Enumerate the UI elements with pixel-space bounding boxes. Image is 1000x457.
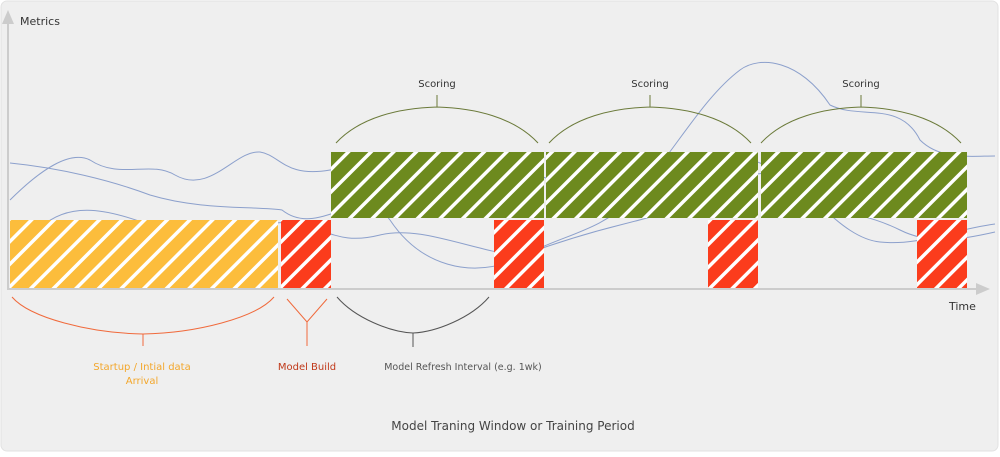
- scoring-brace-1: [335, 95, 539, 144]
- model-refresh-block-3-hatch: [917, 220, 967, 288]
- model-build-brace: [286, 298, 328, 346]
- y-axis-label: Metrics: [20, 15, 60, 28]
- scoring-block-1-hatch: [331, 152, 544, 218]
- startup-block-hatch: [10, 220, 278, 288]
- scoring-brace-2: [548, 95, 752, 144]
- model-refresh-block-2-hatch: [708, 220, 758, 288]
- startup-brace: [11, 296, 275, 346]
- y-axis-arrow: [2, 10, 14, 24]
- scoring-block-2-hatch: [546, 152, 758, 218]
- model-refresh-block-1-hatch: [494, 220, 544, 288]
- x-axis-arrow: [976, 283, 990, 295]
- diagram-caption: Model Traning Window or Training Period: [391, 419, 634, 433]
- scoring-label-1: Scoring: [418, 79, 456, 90]
- model-build-block-hatch: [281, 220, 331, 288]
- scoring-brace-3: [760, 95, 962, 144]
- startup-label-line2: Arrival: [126, 376, 159, 387]
- scoring-block-3-hatch: [761, 152, 967, 218]
- metric-line-1: [9, 62, 996, 269]
- refresh-interval-brace: [336, 296, 490, 347]
- startup-label-line1: Startup / Intial data: [93, 362, 190, 373]
- refresh-interval-label: Model Refresh Interval (e.g. 1wk): [384, 362, 542, 373]
- model-build-label: Model Build: [278, 362, 336, 373]
- scoring-label-2: Scoring: [631, 79, 669, 90]
- scoring-label-3: Scoring: [842, 79, 880, 90]
- x-axis-label: Time: [948, 300, 976, 313]
